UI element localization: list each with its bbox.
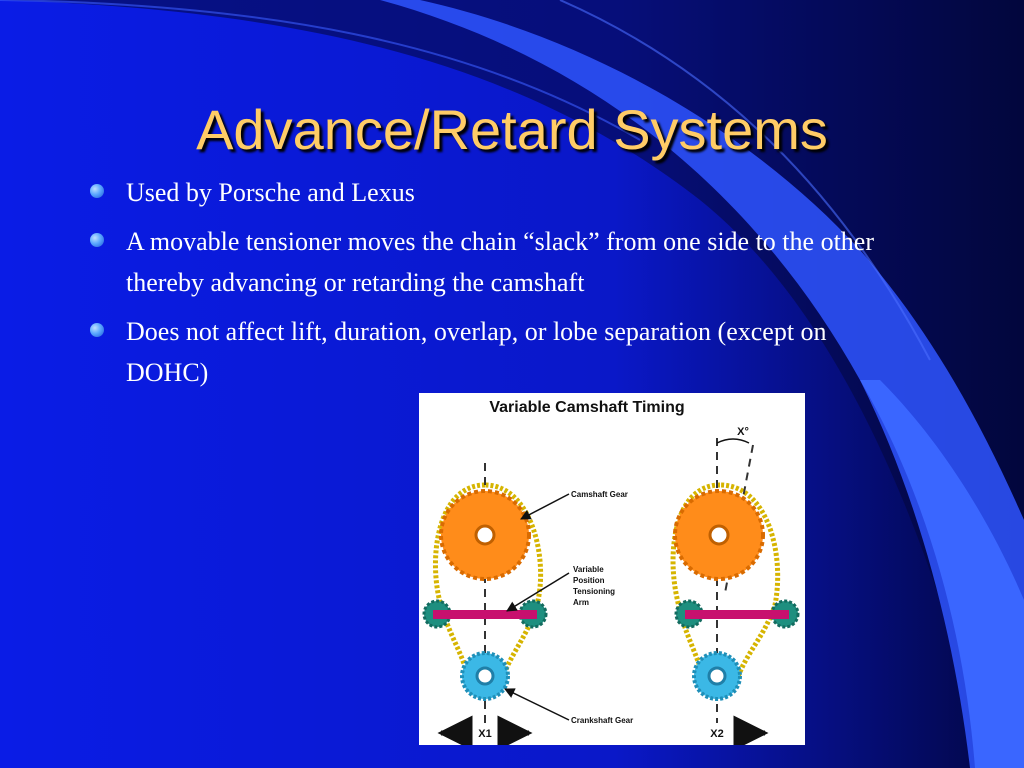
left-chain — [432, 482, 544, 693]
bullet-text: A movable tensioner moves the chain “sla… — [126, 227, 874, 297]
right-cam-hub-icon — [708, 524, 730, 546]
tensioning-arm-label-3: Tensioning — [573, 587, 615, 596]
x1-label: X1 — [478, 728, 491, 740]
left-assembly: X1 — [422, 463, 548, 745]
right-tensioning-arm — [685, 610, 789, 619]
left-cam-hub-icon — [474, 524, 496, 546]
tensioning-arm-label-4: Arm — [573, 598, 589, 607]
crankshaft-gear-label: Crankshaft Gear — [571, 716, 633, 725]
right-assembly: X° X2 — [670, 426, 800, 745]
bullet-item: Does not affect lift, duration, overlap,… — [88, 311, 908, 393]
crankshaft-gear-leader — [504, 688, 570, 721]
bullet-text: Does not affect lift, duration, overlap,… — [126, 317, 827, 387]
tensioning-arm-label-1: Variable — [573, 565, 604, 574]
camshaft-gear-label: Camshaft Gear — [571, 490, 628, 499]
x-angle-arc — [716, 438, 750, 444]
left-tensioning-arm — [433, 610, 537, 619]
diagram-canvas: Variable Camshaft Timing X1 Camshaft Gea… — [422, 399, 800, 745]
bullet-text: Used by Porsche and Lexus — [126, 178, 415, 207]
bullet-icon — [90, 323, 104, 337]
tensioning-arm-label-2: Position — [573, 576, 605, 585]
x-angle-label: X° — [737, 426, 749, 438]
bullet-list: Used by Porsche and Lexus A movable tens… — [88, 172, 908, 401]
left-crank-hub-icon — [475, 666, 495, 686]
callouts: Camshaft Gear Variable Position Tensioni… — [504, 490, 633, 725]
tensioning-arm-leader — [506, 572, 570, 612]
right-crank-hub-icon — [707, 666, 727, 686]
bullet-icon — [90, 233, 104, 247]
bullet-icon — [90, 184, 104, 198]
bullet-item: Used by Porsche and Lexus — [88, 172, 908, 213]
x2-label: X2 — [710, 728, 723, 740]
slide-title: Advance/Retard Systems — [196, 98, 828, 161]
diagram-title: Variable Camshaft Timing — [489, 399, 684, 416]
bullet-item: A movable tensioner moves the chain “sla… — [88, 221, 908, 303]
camshaft-timing-diagram: Variable Camshaft Timing X1 Camshaft Gea… — [419, 393, 805, 745]
camshaft-gear-leader — [520, 493, 570, 520]
